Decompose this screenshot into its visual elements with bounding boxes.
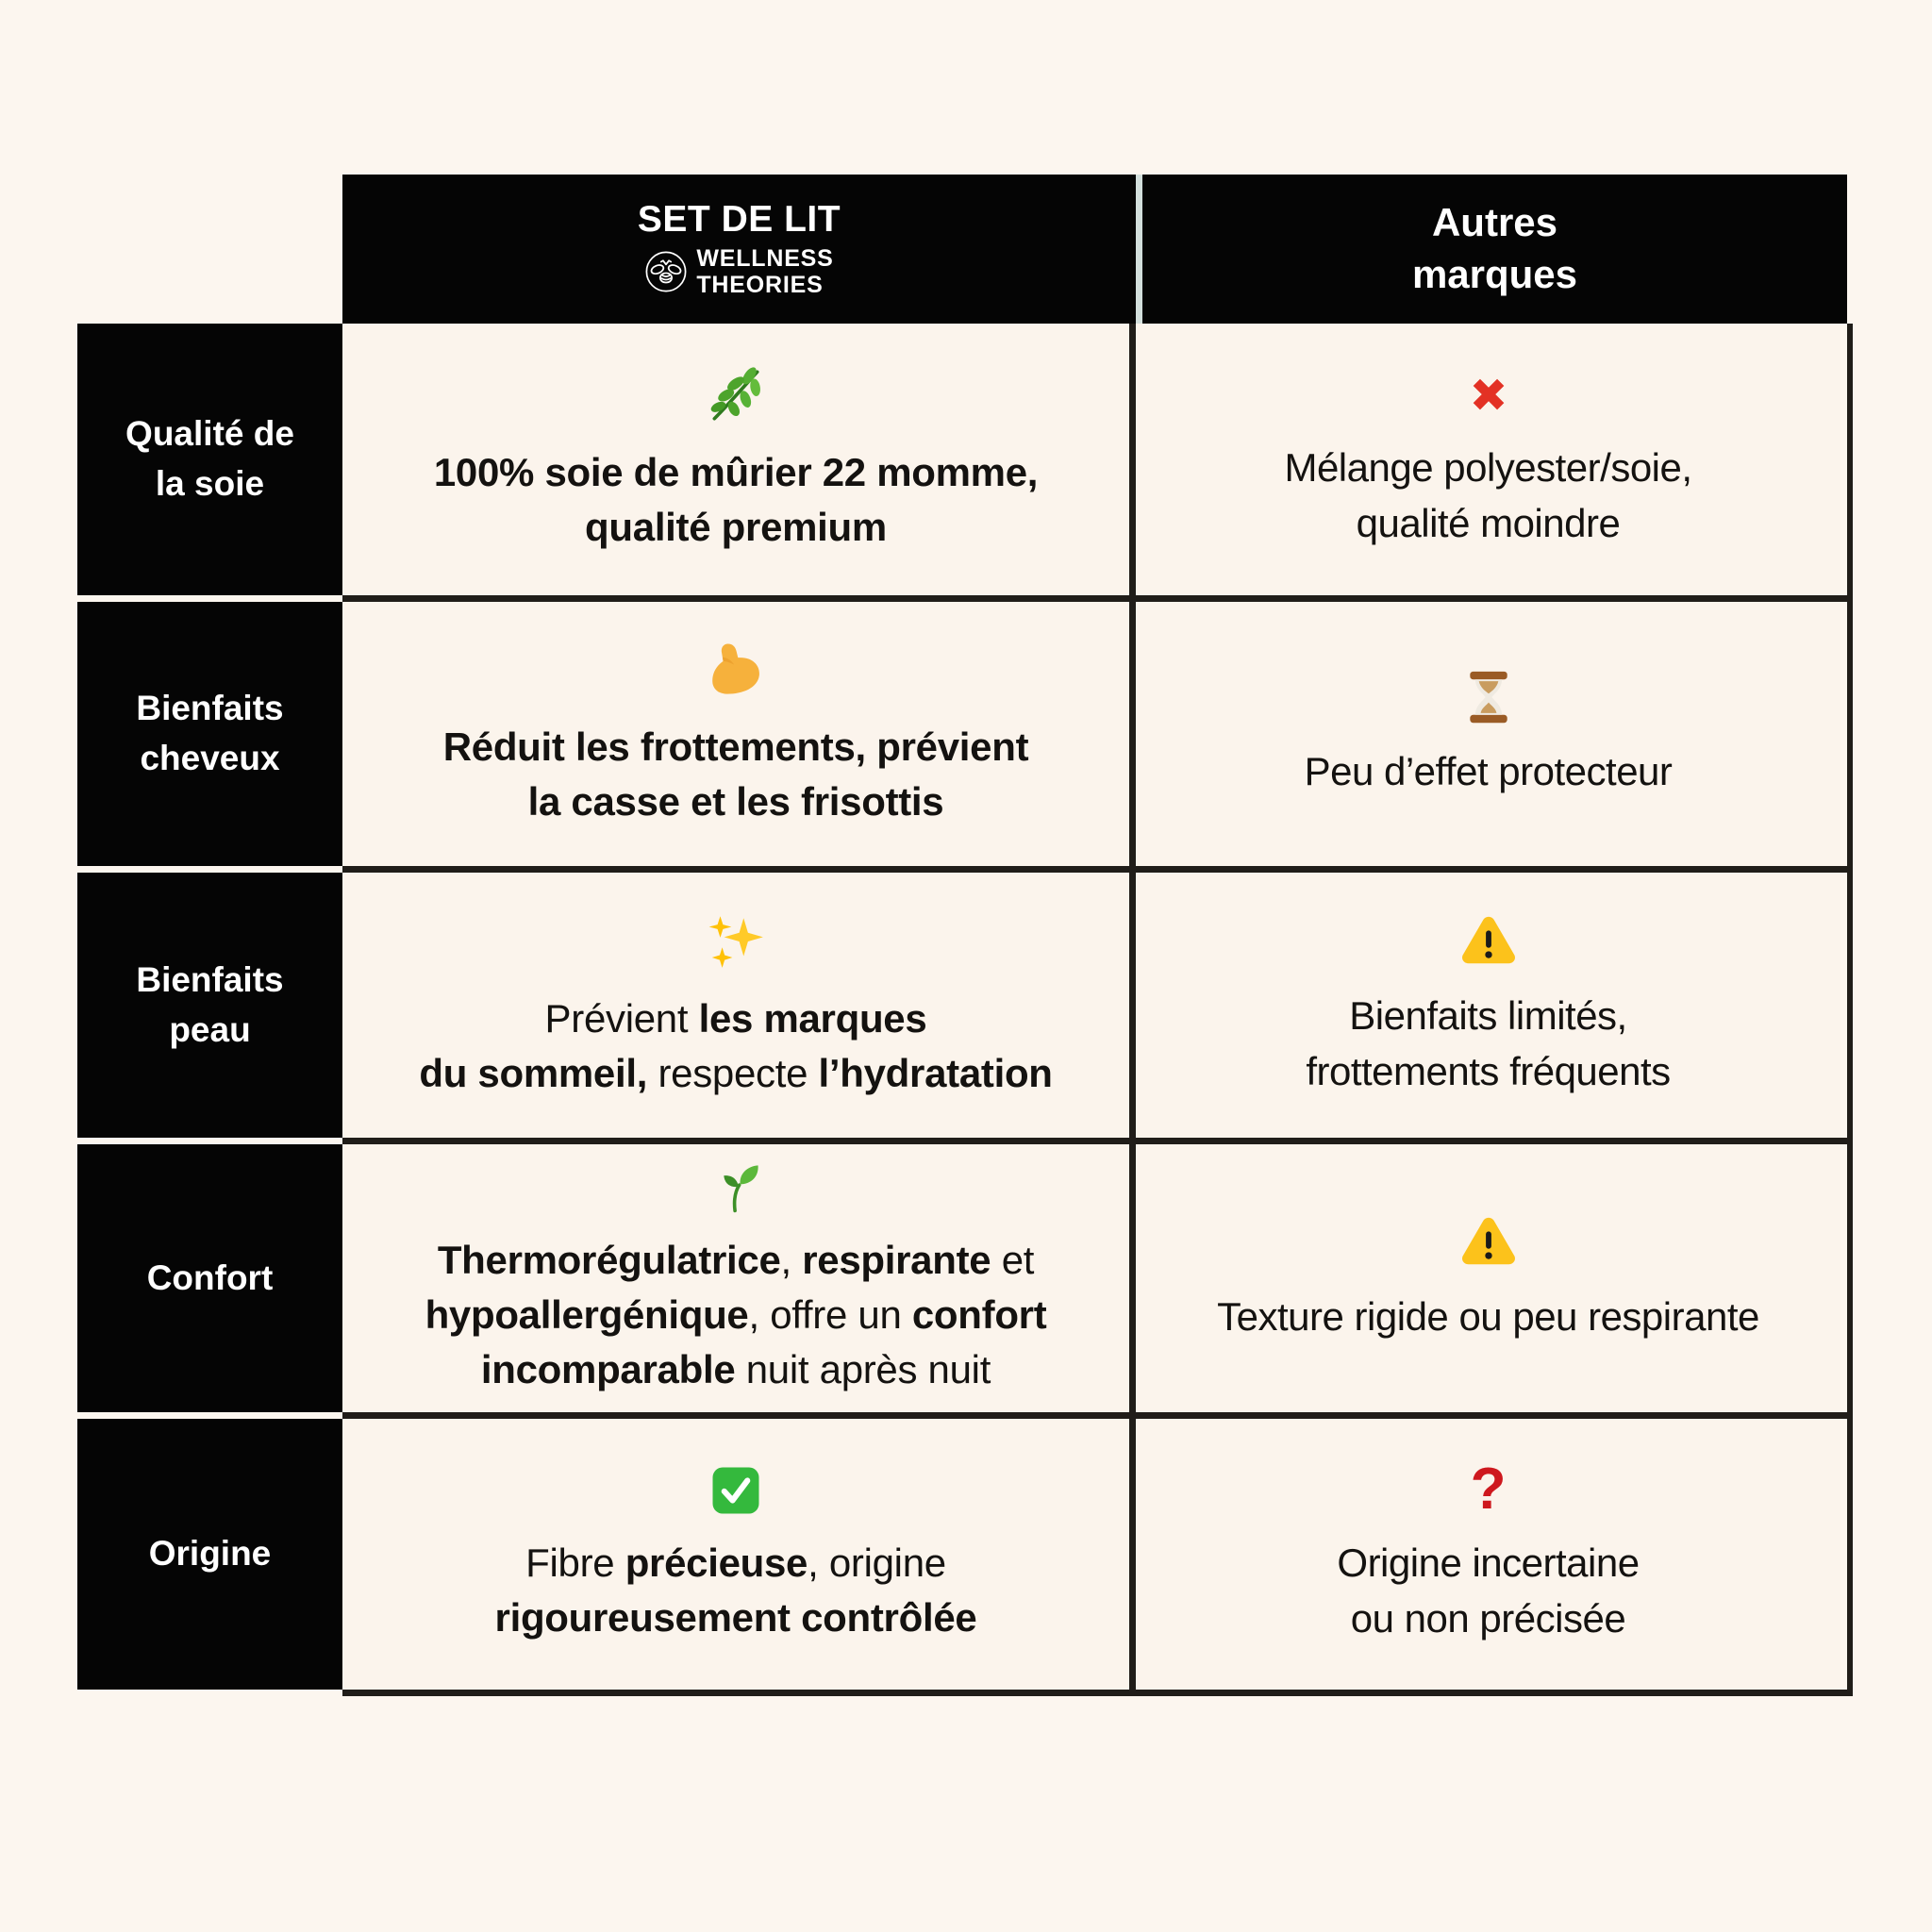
brand-name: WELLNESS THEORIES xyxy=(696,245,833,298)
product-cell-text: Réduit les frottements, prévient la cass… xyxy=(442,724,1029,824)
bee-logo-icon xyxy=(645,251,687,292)
product-cell-skin-benefits: Prévient les marques du sommeil, respect… xyxy=(342,873,1136,1138)
competitor-title: Autres marques xyxy=(1411,200,1578,296)
flexed-biceps-icon xyxy=(712,643,759,694)
product-title: SET DE LIT xyxy=(637,198,841,240)
brand-name-line1: WELLNESS xyxy=(696,245,834,273)
competitor-cell-text: Mélange polyester/soie, qualité moindre xyxy=(1284,445,1692,545)
table-row: Prévient les marques du sommeil, respect… xyxy=(342,873,1847,1144)
table-row: Réduit les frottements, prévient la cass… xyxy=(342,602,1847,873)
row-label-origine: Origine xyxy=(77,1419,342,1690)
header-competitor-column: Autres marques xyxy=(1142,175,1847,324)
competitor-cell-skin-benefits: Bienfaits limités, frottements fréquents xyxy=(1136,873,1840,1138)
competitor-cell-text: Bienfaits limités, frottements fréquents xyxy=(1306,992,1671,1093)
header-divider xyxy=(1136,175,1142,324)
row-label-confort: Confort xyxy=(77,1144,342,1412)
product-cell-comfort: Thermorégulatrice, respirante et hypoall… xyxy=(342,1144,1136,1412)
table-row: 100% soie de mûrier 22 momme, qualité pr… xyxy=(342,324,1847,602)
competitor-cell-hair-benefits: Peu d’effet protecteur xyxy=(1136,602,1840,866)
header-product-column: SET DE LIT WELLNESS THEORIES xyxy=(342,175,1136,324)
row-label-bienfaits-cheveux: Bienfaits cheveux xyxy=(77,602,342,866)
herb-icon xyxy=(710,367,760,421)
product-cell-silk-quality: 100% soie de mûrier 22 momme, qualité pr… xyxy=(342,324,1136,595)
product-cell-hair-benefits: Réduit les frottements, prévient la cass… xyxy=(342,602,1136,866)
table-header-row: SET DE LIT WELLNESS THEORIES Autres marq… xyxy=(342,175,1853,324)
red-question-mark-icon: ? xyxy=(1470,1456,1507,1522)
competitor-cell-text: Peu d’effet protecteur xyxy=(1304,748,1673,793)
brand-name-line2: THEORIES xyxy=(696,272,824,299)
cross-mark-icon xyxy=(1473,378,1504,410)
warning-icon xyxy=(1461,1217,1515,1264)
competitor-cell-origin: ? Origine incertaine ou non précisée xyxy=(1136,1419,1840,1690)
product-cell-text: Thermorégulatrice, respirante et hypoall… xyxy=(425,1238,1047,1391)
product-cell-text: Fibre précieuse, origine rigoureusement … xyxy=(494,1540,977,1640)
row-label-qualite-soie: Qualité de la soie xyxy=(77,324,342,595)
product-cell-text: Prévient les marques du sommeil, respect… xyxy=(419,995,1053,1095)
table-body: Qualité de la soie Bienfaits cheveux Bie… xyxy=(77,324,1853,1696)
competitor-cell-text: Texture rigide ou peu respirante xyxy=(1217,1293,1759,1339)
brand-lockup: WELLNESS THEORIES xyxy=(644,245,833,298)
warning-icon xyxy=(1461,916,1515,963)
table-row: Thermorégulatrice, respirante et hypoall… xyxy=(342,1144,1847,1419)
hourglass-icon xyxy=(1469,671,1507,723)
product-cell-origin: Fibre précieuse, origine rigoureusement … xyxy=(342,1419,1136,1690)
competitor-cell-text: Origine incertaine ou non précisée xyxy=(1337,1540,1640,1641)
row-label-bienfaits-peau: Bienfaits peau xyxy=(77,873,342,1138)
content-grid: 100% soie de mûrier 22 momme, qualité pr… xyxy=(342,324,1853,1696)
check-mark-icon xyxy=(712,1467,759,1514)
row-labels-column: Qualité de la soie Bienfaits cheveux Bie… xyxy=(77,324,342,1696)
comparison-table: SET DE LIT WELLNESS THEORIES Autres marq… xyxy=(77,175,1853,1696)
competitor-cell-comfort: Texture rigide ou peu respirante xyxy=(1136,1144,1840,1412)
table-row: Fibre précieuse, origine rigoureusement … xyxy=(342,1419,1847,1696)
product-cell-text: 100% soie de mûrier 22 momme, qualité pr… xyxy=(433,450,1039,549)
seedling-icon xyxy=(724,1165,758,1213)
sparkles-icon xyxy=(708,915,763,968)
competitor-cell-silk-quality: Mélange polyester/soie, qualité moindre xyxy=(1136,324,1840,595)
